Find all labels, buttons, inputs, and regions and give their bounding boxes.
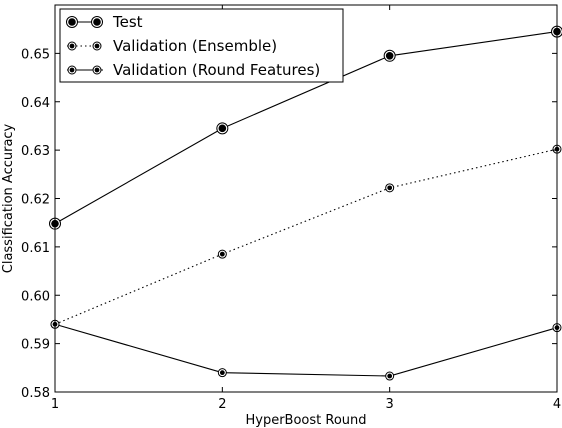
legend-label: Validation (Ensemble) [113, 37, 277, 55]
y-tick-label: 0.65 [21, 47, 50, 62]
series-2-point [385, 371, 395, 381]
x-tick-label: 4 [553, 397, 561, 412]
legend-marker-1 [92, 41, 102, 51]
y-tick-label: 0.59 [21, 338, 50, 353]
plot-frame [54, 4, 558, 393]
legend-label: Validation (Round Features) [113, 61, 320, 79]
x-axis-label: HyperBoost Round [245, 413, 366, 428]
x-tick-label: 1 [51, 397, 59, 412]
series-line-1 [54, 148, 558, 325]
legend-marker-1 [67, 41, 77, 51]
x-tick-label: 3 [386, 397, 394, 412]
series-1-point [385, 183, 395, 193]
legend-marker-2 [67, 65, 77, 75]
series-1-point [217, 249, 227, 259]
series-0-point [216, 122, 229, 135]
legend-marker-0 [66, 16, 78, 28]
y-tick-label: 0.63 [21, 144, 50, 159]
y-tick-label: 0.62 [21, 193, 50, 208]
y-axis-label: Classification Accuracy [1, 123, 16, 273]
legend-marker-0 [91, 16, 103, 28]
legend-marker-2 [92, 65, 102, 75]
y-tick-label: 0.61 [21, 241, 50, 256]
series-line-0 [54, 31, 558, 225]
legend-label: Test [112, 13, 143, 31]
y-tick-label: 0.64 [21, 96, 50, 111]
y-tick-label: 0.58 [21, 386, 50, 401]
series-line-2 [54, 323, 558, 377]
legend-box [59, 8, 344, 83]
series-2-point [217, 368, 227, 378]
x-tick-label: 2 [218, 397, 226, 412]
ticks-layer: 1 2 3 4 0.58 0.59 0.60 0.61 0.62 0.63 0.64 0.65 [21, 5, 561, 412]
y-tick-label: 0.60 [21, 289, 50, 304]
series-0-point [383, 49, 396, 62]
